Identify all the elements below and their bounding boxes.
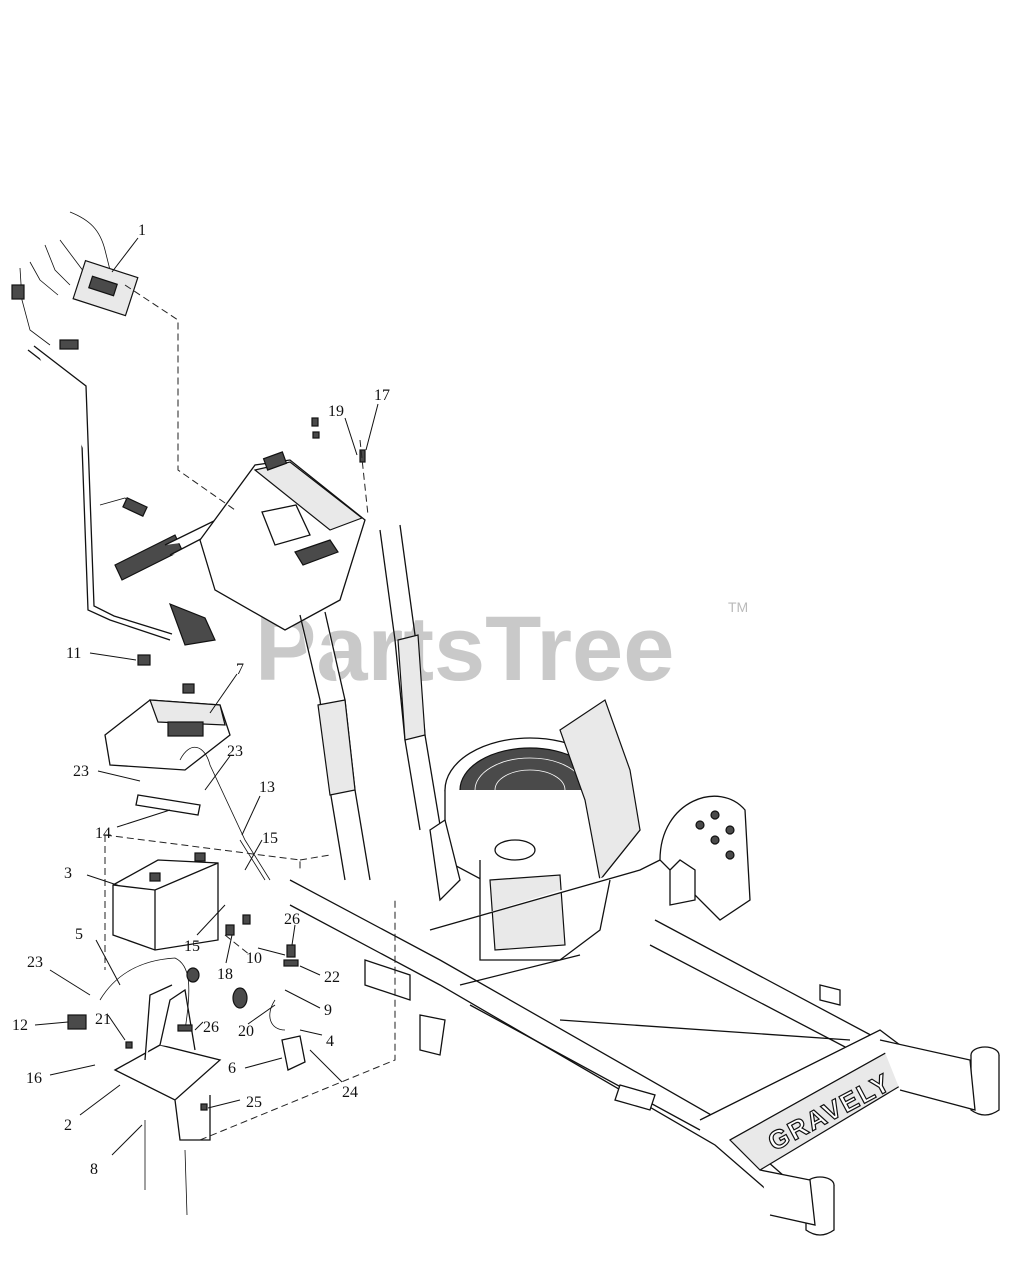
callout-12: 12 bbox=[12, 1017, 28, 1034]
callout-4: 4 bbox=[326, 1033, 334, 1050]
callout-3: 3 bbox=[64, 865, 72, 882]
callout-23-left: 23 bbox=[73, 763, 89, 780]
callouts: 1 17 19 11 7 23 23 13 14 15 3 15 26 10 5… bbox=[12, 222, 390, 1178]
callout-18: 18 bbox=[217, 966, 233, 983]
leader-lines bbox=[34, 237, 379, 1156]
callout-26-upper: 26 bbox=[284, 911, 300, 928]
callout-20: 20 bbox=[238, 1023, 254, 1040]
callout-7: 7 bbox=[236, 661, 244, 678]
engine bbox=[429, 699, 641, 961]
battery-assembly bbox=[67, 654, 271, 1216]
wiring-harness bbox=[11, 211, 216, 646]
watermark: PartsTree TM bbox=[255, 598, 748, 700]
callout-5: 5 bbox=[75, 926, 83, 943]
callout-2: 2 bbox=[64, 1117, 72, 1134]
callout-17: 17 bbox=[374, 387, 390, 404]
callout-8: 8 bbox=[90, 1161, 98, 1178]
callout-23-upper: 23 bbox=[227, 743, 243, 760]
callout-24: 24 bbox=[342, 1084, 358, 1101]
callout-14: 14 bbox=[95, 825, 111, 842]
callout-15-upper: 15 bbox=[262, 830, 278, 847]
callout-6: 6 bbox=[228, 1060, 236, 1077]
callout-10: 10 bbox=[246, 950, 262, 967]
handlebar-assembly bbox=[114, 451, 441, 881]
callout-15-lower: 15 bbox=[184, 938, 200, 955]
watermark-trademark: TM bbox=[728, 599, 748, 615]
callout-16: 16 bbox=[26, 1070, 42, 1087]
chassis-frame: GRAVELY bbox=[289, 795, 1000, 1236]
callout-1: 1 bbox=[138, 222, 146, 239]
callout-23-lower: 23 bbox=[27, 954, 43, 971]
watermark-text: PartsTree bbox=[255, 598, 674, 700]
callout-13: 13 bbox=[259, 779, 275, 796]
callout-9: 9 bbox=[324, 1002, 332, 1019]
small-parts bbox=[125, 417, 366, 1111]
callout-26-lower: 26 bbox=[203, 1019, 219, 1036]
callout-19: 19 bbox=[328, 403, 344, 420]
callout-25: 25 bbox=[246, 1094, 262, 1111]
assembly-lines bbox=[104, 284, 396, 1141]
callout-11: 11 bbox=[66, 645, 81, 662]
callout-22: 22 bbox=[324, 969, 340, 986]
callout-21: 21 bbox=[95, 1011, 111, 1028]
